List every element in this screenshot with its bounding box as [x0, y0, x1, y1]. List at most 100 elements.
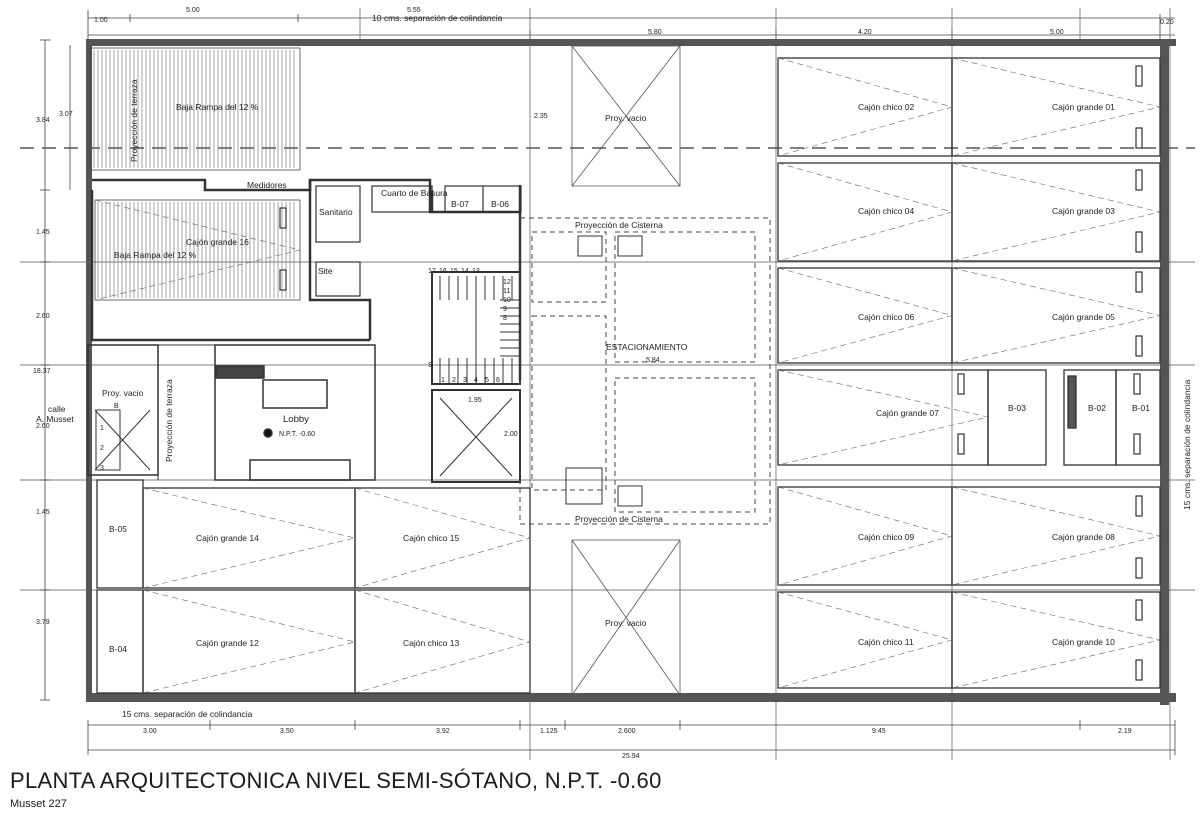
separation-bottom-note: 15 cms. separación de colindancia: [122, 709, 253, 719]
proy-vacio-top: Proy. vacio: [605, 113, 647, 123]
letter-b: B: [114, 403, 119, 410]
parking-chico-04: Cajón chico 04: [858, 206, 915, 216]
storage-b06: B-06: [491, 199, 509, 209]
stair-step-number: 9: [503, 306, 507, 313]
storage-lockers: [987, 369, 1161, 466]
stair-step-number: 1: [100, 425, 104, 432]
outer-walls: [86, 39, 1176, 705]
wheel-stop: [279, 207, 287, 229]
main-stairs: [431, 271, 521, 385]
stall-guide-line: [142, 487, 356, 589]
dim-inner-3: 1.95: [468, 397, 482, 404]
dim-top-3: 5.55: [407, 7, 421, 14]
parking-chico-15: Cajón chico 15: [403, 533, 460, 543]
stall-guide-line: [777, 57, 954, 157]
stair-step-number: 11: [503, 288, 510, 295]
cisterna-bottom-label: Proyección de Cisterna: [575, 514, 663, 524]
stair-step-number: 14: [461, 268, 469, 275]
stall-guide-line: [354, 589, 532, 694]
parking-grande-05: Cajón grande 05: [1052, 312, 1115, 322]
parking-chico-09: Cajón chico 09: [858, 532, 915, 542]
dim-left-6: 3.79: [36, 619, 50, 626]
wheel-stop: [1135, 599, 1143, 621]
parking-16-label: Cajón grande 16: [186, 237, 249, 247]
wheel-stop: [1135, 169, 1143, 191]
dim-inner-2: 2.35: [534, 113, 548, 120]
terrace-projection-left: Proyección de terraza: [164, 379, 174, 462]
wheel-stop: [1135, 127, 1143, 149]
dim-bottom-4: 1.125: [540, 728, 558, 735]
dim-left-total: 18.37: [33, 368, 51, 375]
stall-guide-line: [142, 589, 356, 694]
drawing-title: PLANTA ARQUITECTONICA NIVEL SEMI-SÓTANO,…: [10, 768, 662, 793]
stall-guide-line: [951, 57, 1161, 157]
stair-step-number: 16: [439, 268, 447, 275]
wheel-stop: [1135, 231, 1143, 253]
estacionamiento-label: ESTACIONAMIENTO: [606, 342, 688, 352]
dim-top-4: 5.80: [648, 29, 662, 36]
stair-step-number: 12: [503, 279, 511, 286]
medidores-label: Medidores: [247, 180, 287, 190]
ramp-top-label: Baja Rampa del 12 %: [176, 102, 259, 112]
cisterna-access: [565, 235, 643, 507]
stall-guide-line: [951, 267, 1161, 364]
wheel-stop: [1135, 335, 1143, 357]
dim-left-3: 2.60: [36, 313, 50, 320]
dim-bottom-5: 2.600: [618, 728, 636, 735]
wheel-stop: [1133, 373, 1141, 395]
dimension-lines-left: [40, 39, 71, 701]
dim-bottom-1: 3.00: [143, 728, 157, 735]
storage-b04: B-04: [109, 644, 127, 654]
dimension-lines-top: [87, 10, 1175, 40]
drawing-subtitle: Musset 227: [10, 798, 67, 810]
wheel-stop: [279, 269, 287, 291]
dim-inner-1: 3.07: [59, 111, 73, 118]
dim-top-1: 1.00: [94, 17, 108, 24]
street-label: calle: [48, 404, 66, 414]
parking-grande-08: Cajón grande 08: [1052, 532, 1115, 542]
parking-grande-03: Cajón grande 03: [1052, 206, 1115, 216]
ramp-mid-label: Baja Rampa del 12 %: [114, 250, 197, 260]
parking-grande-07: Cajón grande 07: [876, 408, 939, 418]
stair-step-number: 2: [452, 377, 456, 384]
dim-bottom-2: 3.50: [280, 728, 294, 735]
parking-chico-11: Cajón chico 11: [858, 637, 914, 647]
ramp-mid: [94, 199, 301, 301]
letter-s: S: [428, 362, 433, 369]
dim-bottom-6: 9.45: [872, 728, 886, 735]
dim-left-5: 1.45: [36, 509, 50, 516]
terrace-projection-top: Proyección de terraza: [129, 79, 139, 162]
stair-step-number: 4: [474, 377, 478, 384]
wheel-stop: [1133, 433, 1141, 455]
street-name: A. Musset: [36, 414, 74, 424]
dim-bottom-3: 3.92: [436, 728, 450, 735]
parking-chico-02: Cajón chico 02: [858, 102, 915, 112]
parking-bottom-left: [96, 479, 531, 694]
parking-chico-13: Cajón chico 13: [403, 638, 460, 648]
stall-guide-line: [777, 162, 954, 262]
stair-step-number: 13: [472, 268, 480, 275]
stair-numbers-small: 123: [100, 425, 104, 472]
wheel-stop: [1135, 659, 1143, 681]
storage-b03: B-03: [1008, 403, 1026, 413]
wheel-stop: [957, 433, 965, 455]
stall-guide-line: [951, 162, 1161, 262]
stall-guide-line: [777, 486, 954, 586]
stair-step-number: 3: [100, 465, 104, 472]
wheel-stop: [1135, 65, 1143, 87]
stall-guide-line: [354, 487, 532, 589]
dimension-lines-bottom: [87, 720, 1176, 755]
lobby-level: N.P.T. -0.60: [279, 431, 315, 438]
parking-grande-12: Cajón grande 12: [196, 638, 259, 648]
dim-inner-4: 2.00: [504, 431, 518, 438]
plan-labels: 1.00 5.00 5.55 10 cms. separación de col…: [33, 7, 1192, 760]
void-crosses: [571, 45, 681, 696]
separation-right-note: 15 cms. separación de colindancia: [1182, 379, 1192, 510]
storage-b07: B-07: [451, 199, 469, 209]
cuarto-basura-label: Cuarto de Basura: [381, 188, 448, 198]
stall-guide-line: [951, 591, 1161, 689]
dim-top-5: 4.20: [858, 29, 872, 36]
wheel-stop: [957, 373, 965, 395]
sanitario-label: Sanitario: [319, 207, 353, 217]
dim-top-2: 5.00: [186, 7, 200, 14]
